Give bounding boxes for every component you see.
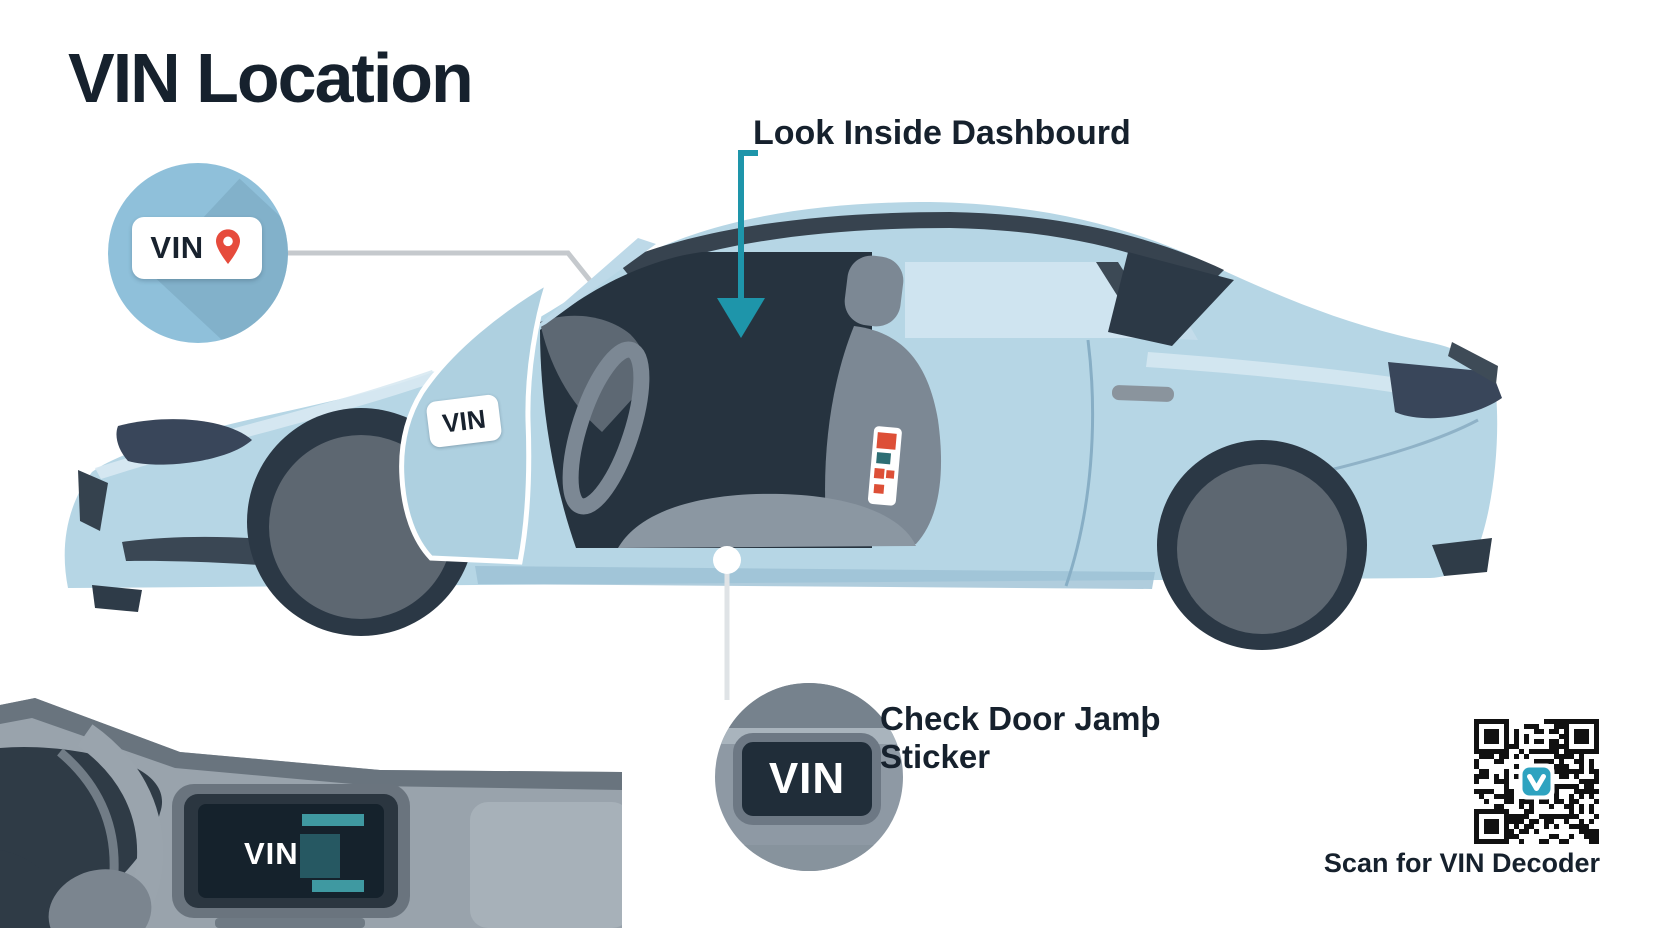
rear-door-seam [1064, 339, 1095, 587]
jamb-callout-line2: Sticker [880, 737, 991, 775]
car-illustration [64, 202, 1502, 700]
jamb-callout-line1: Check Door Jamþ [880, 700, 1161, 737]
rocker-shadow [475, 566, 1155, 589]
a-pillar [528, 238, 656, 334]
down-arrow-icon [717, 150, 765, 338]
door-vin-label: VIN [425, 393, 503, 449]
jamb-connector-dot [713, 546, 741, 574]
c-pillar-trim [1108, 252, 1234, 346]
vin-pin-badge: VIN [108, 163, 288, 343]
jamb-vin-plate: VIN [733, 733, 881, 825]
trunk-lip [1448, 342, 1498, 384]
steering-wheel [562, 341, 650, 515]
qr-caption: Scan for VIN Decoder [1323, 848, 1600, 878]
dash-screen-vin-text: VIN [244, 836, 299, 871]
dash-top-lip [0, 698, 622, 790]
door-jamb-sticker [867, 426, 902, 506]
wheel-lower-dark [0, 850, 60, 928]
screen-bar-top [302, 814, 364, 826]
roof-trim [618, 212, 1224, 284]
rear-door-window [905, 262, 1146, 338]
pin-connector-line [288, 250, 614, 310]
screen-cursor-block [300, 834, 340, 878]
taillight [1388, 362, 1502, 419]
rear-wheel [1177, 464, 1347, 634]
vin-pin-label-text: VIN [150, 230, 204, 265]
vin-pin-label: VIN [132, 217, 262, 279]
jamb-callout-text: Check Door Jamþ Sticker [880, 700, 1161, 776]
rear-bumper-dark [1432, 538, 1492, 576]
front-bumper-edge [78, 470, 108, 531]
seat-cushion [618, 493, 916, 548]
headlight [116, 419, 252, 465]
qr-code [1470, 715, 1603, 848]
wheel-hub [48, 869, 152, 928]
dash-vent [215, 918, 365, 928]
dashboard-closeup [0, 698, 622, 928]
page-title: VIN Location [68, 39, 474, 117]
qr-logo-glyph [1527, 774, 1546, 791]
dash-right-panel [470, 802, 622, 928]
seat-headrest [844, 255, 904, 327]
location-pin-icon [215, 229, 240, 264]
shoulder-highlight [1146, 352, 1462, 403]
door-handle [1111, 385, 1174, 402]
rear-seam-line [1329, 418, 1479, 472]
front-lower-intake [92, 585, 142, 612]
dashboard-callout-text: Look Inside Dashbourd [753, 114, 1131, 152]
screen-bar-bottom [312, 880, 364, 892]
